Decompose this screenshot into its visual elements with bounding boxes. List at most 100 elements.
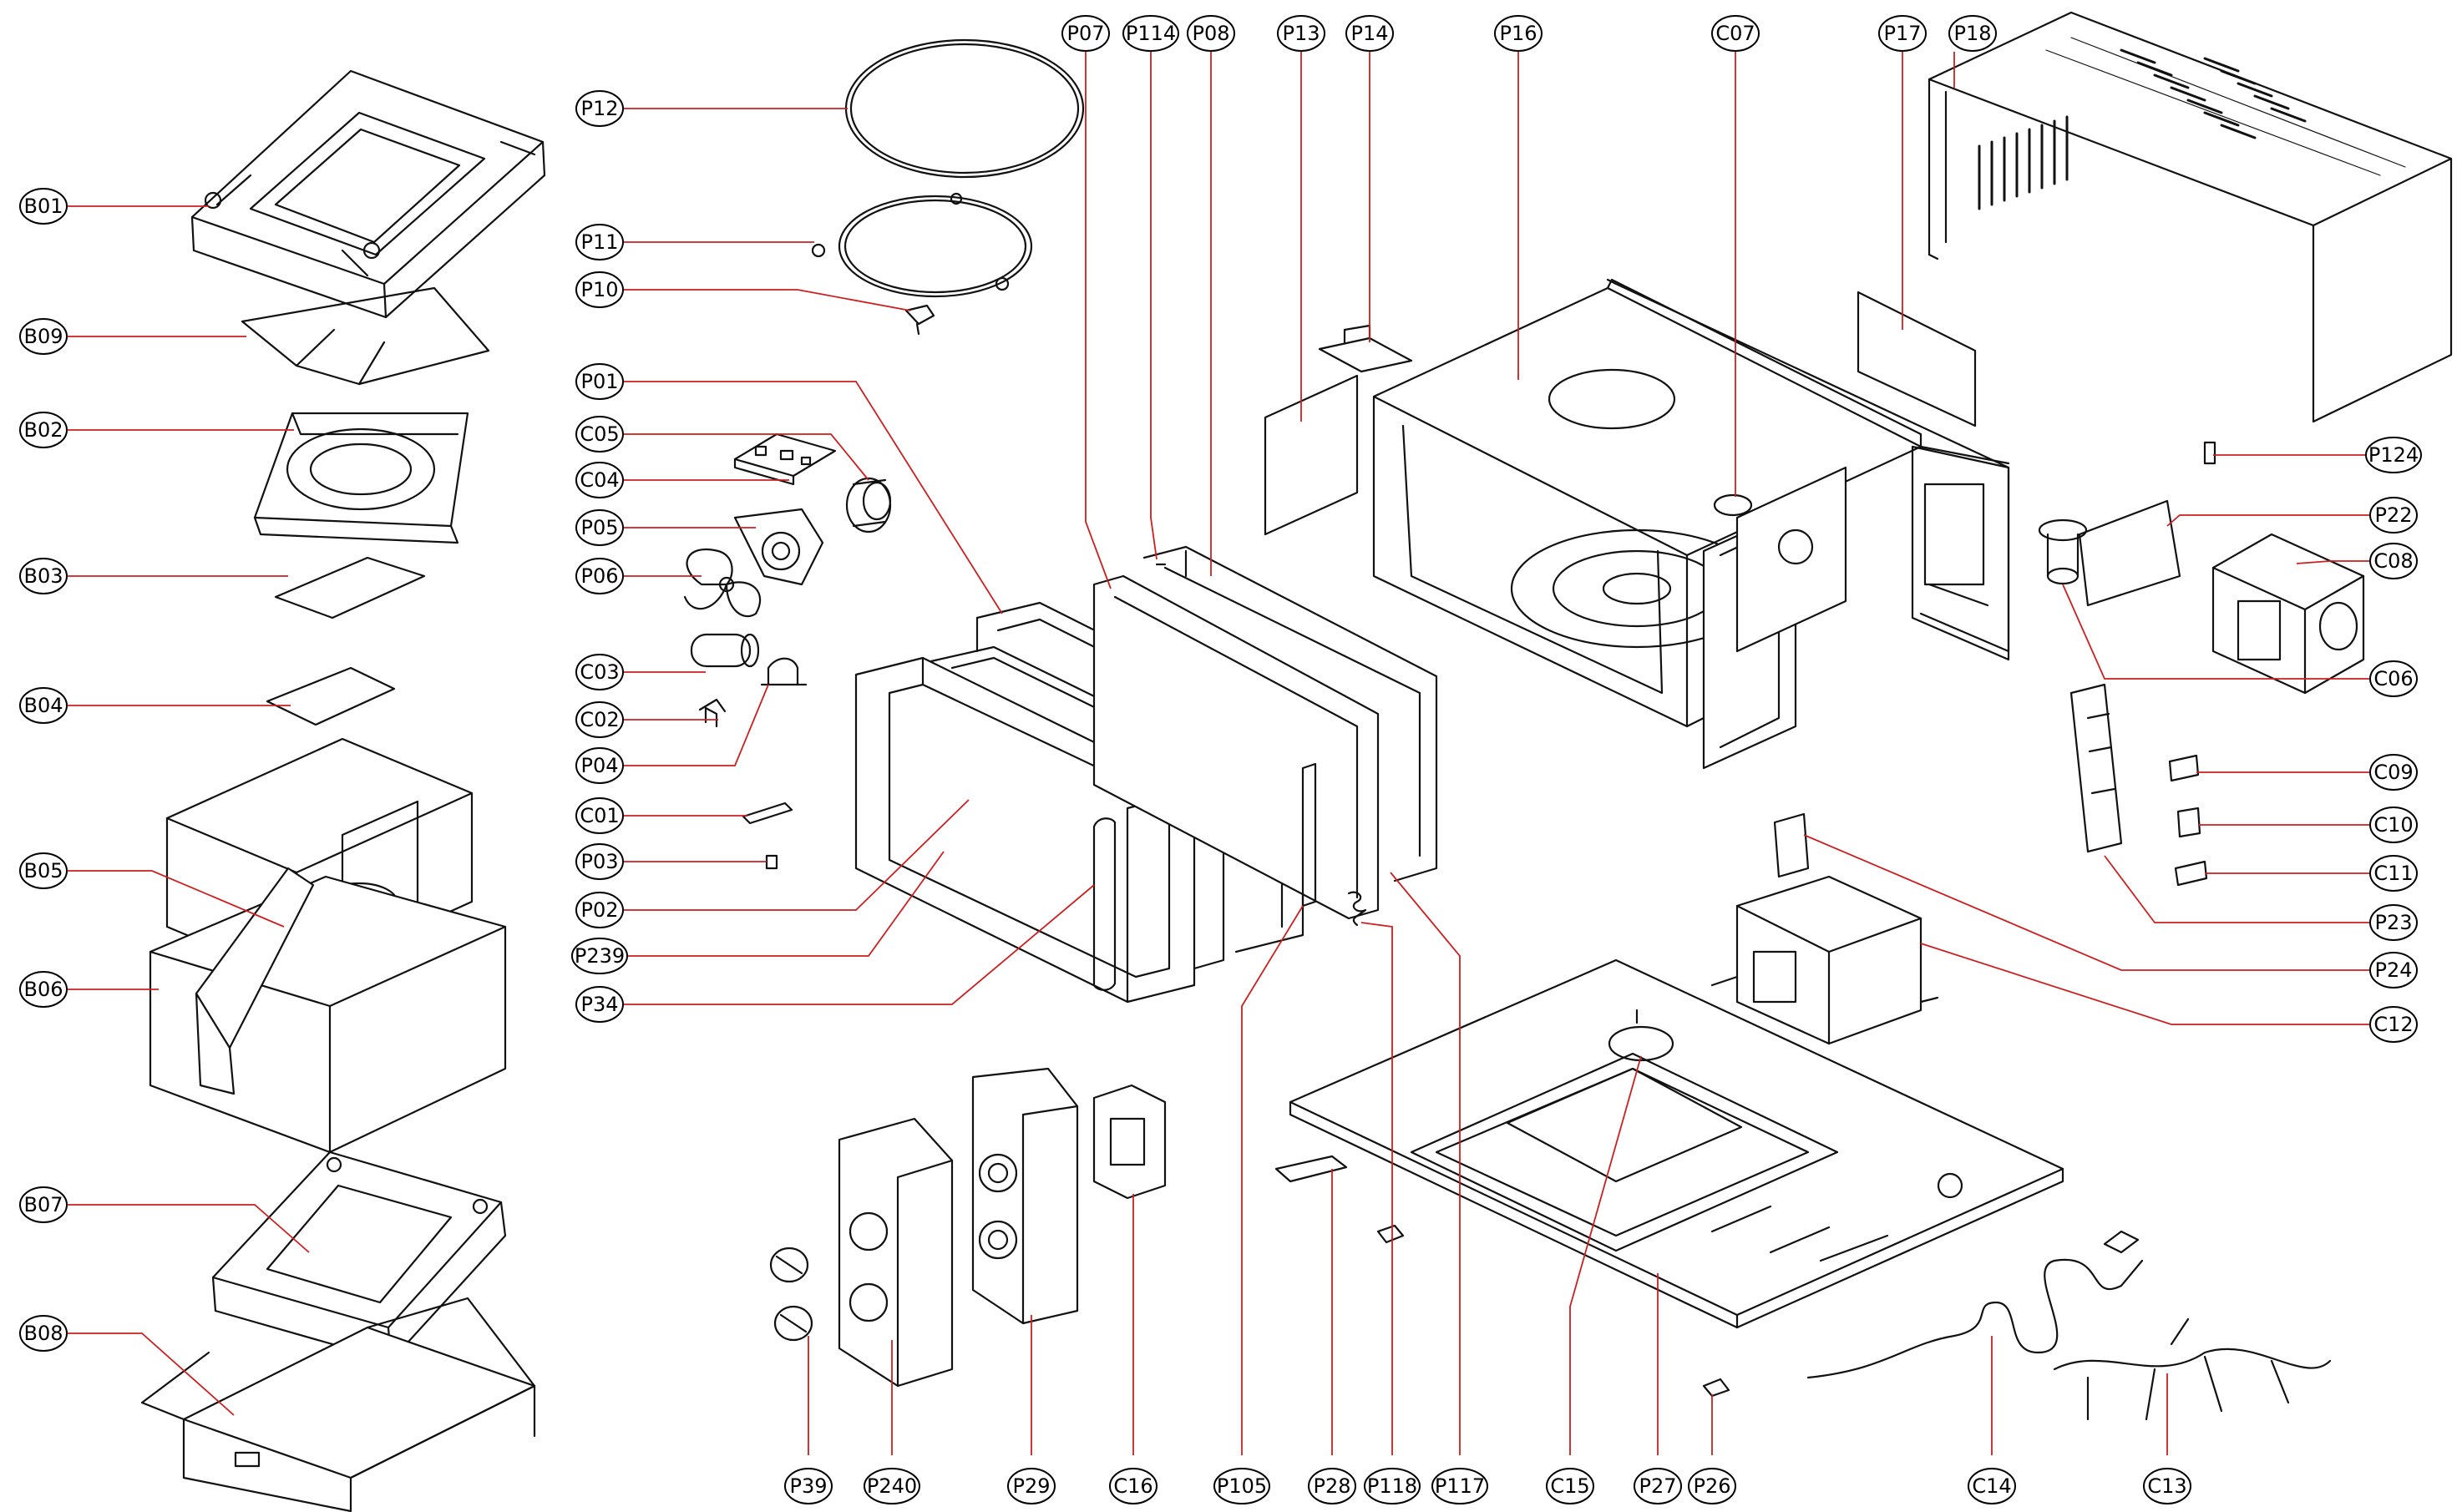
label-bubble [2369, 952, 2418, 989]
part-p08-choke-cover [1142, 545, 1438, 882]
label-bubble [1213, 1468, 1270, 1504]
label-c12: C12 [2369, 1006, 2418, 1043]
label-bubble [19, 412, 68, 448]
part-b09-paper-sheet [241, 286, 490, 386]
label-bubble [19, 852, 68, 889]
label-bubble [1431, 1468, 1488, 1504]
part-p14-bracket [1318, 324, 1413, 373]
label-text: P105 [1217, 1474, 1267, 1498]
label-bubble [1968, 1468, 2016, 1504]
label-text: P18 [1953, 22, 1991, 45]
label-p29: P29 [1007, 1468, 1056, 1504]
label-text: P05 [580, 516, 618, 539]
label-bubble [575, 90, 624, 127]
part-c03-capacitor [690, 633, 760, 668]
label-text: P01 [580, 370, 618, 393]
part-p24-spacer [1773, 812, 1810, 878]
label-p11: P11 [575, 224, 624, 260]
label-bubble [1308, 1468, 1356, 1504]
label-bubble [575, 654, 624, 690]
part-p11-roller-support [811, 192, 1033, 298]
label-p05: P05 [575, 509, 624, 546]
label-text: P34 [580, 993, 618, 1016]
part-p06-fan-blade [683, 549, 762, 618]
label-p18: P18 [1948, 15, 1997, 52]
label-c09: C09 [2369, 754, 2418, 791]
part-c16-timer-switch [1092, 1084, 1167, 1200]
label-p17: P17 [1878, 15, 1927, 52]
label-bubble [1546, 1468, 1594, 1504]
label-text: P114 [1126, 22, 1176, 45]
part-p12-roller-ring [844, 38, 1085, 179]
label-bubble [571, 938, 628, 974]
label-text: P02 [580, 898, 618, 922]
label-text: P07 [1066, 22, 1104, 45]
label-bubble [19, 971, 68, 1008]
part-p118-spring [1347, 891, 1367, 927]
label-text: P117 [1435, 1474, 1485, 1498]
label-text: C09 [2373, 761, 2413, 784]
label-text: C08 [2373, 549, 2413, 573]
label-p07: P07 [1061, 15, 1110, 52]
label-bubble [1007, 1468, 1056, 1504]
label-c10: C10 [2369, 807, 2418, 843]
label-bubble [1277, 15, 1325, 52]
part-cavity-front-plate [1702, 466, 1847, 770]
label-c08: C08 [2369, 543, 2418, 579]
label-text: C10 [2373, 813, 2413, 837]
part-c12-transformer [1710, 875, 1939, 1045]
label-bubble [19, 558, 68, 594]
label-b07: B07 [19, 1186, 68, 1223]
label-text: P240 [867, 1474, 917, 1498]
label-bubble [575, 363, 624, 400]
part-c14-plug [2103, 1230, 2140, 1254]
label-bubble [575, 509, 624, 546]
label-text: P124 [2368, 443, 2419, 467]
part-c14-power-cord [1806, 1258, 2144, 1379]
label-c06: C06 [2369, 660, 2418, 697]
label-text: P16 [1499, 22, 1537, 45]
label-p03: P03 [575, 843, 624, 880]
label-b02: B02 [19, 412, 68, 448]
part-p240-control-cover [838, 1117, 954, 1388]
label-bubble [1948, 15, 1997, 52]
part-p10-coupler [904, 304, 935, 336]
label-bubble [575, 892, 624, 928]
label-text: P24 [2374, 958, 2412, 982]
label-p39: P39 [784, 1468, 833, 1504]
label-text: B05 [23, 859, 63, 882]
label-c14: C14 [1968, 1468, 2016, 1504]
label-bubble [575, 986, 624, 1023]
label-p13: P13 [1277, 15, 1325, 52]
label-text: P17 [1883, 22, 1921, 45]
label-p22: P22 [2369, 497, 2418, 533]
part-cavity-side-panel [1606, 278, 2010, 661]
label-bubble [2369, 855, 2418, 892]
part-p29-control-panel [971, 1067, 1079, 1325]
label-p02: P02 [575, 892, 624, 928]
label-text: B03 [23, 564, 63, 588]
label-bubble [1878, 15, 1927, 52]
label-c02: C02 [575, 701, 624, 738]
label-bubble [575, 558, 624, 594]
label-text: P29 [1012, 1474, 1050, 1498]
label-b09: B09 [19, 318, 68, 355]
part-c05-motor [845, 477, 892, 533]
label-b03: B03 [19, 558, 68, 594]
label-c04: C04 [575, 462, 624, 498]
label-p28: P28 [1308, 1468, 1356, 1504]
label-text: C01 [580, 804, 619, 827]
label-text: C04 [580, 468, 619, 492]
label-text: P239 [575, 944, 625, 968]
label-text: P12 [580, 97, 618, 120]
label-text: B07 [23, 1193, 63, 1216]
label-bubble [2369, 754, 2418, 791]
label-p114: P114 [1122, 15, 1179, 52]
label-p10: P10 [575, 271, 624, 308]
label-bubble [2369, 543, 2418, 579]
part-b01-top-foam-tray [190, 69, 546, 319]
label-text: C16 [1113, 1474, 1152, 1498]
label-bubble [2365, 437, 2422, 473]
label-p01: P01 [575, 363, 624, 400]
